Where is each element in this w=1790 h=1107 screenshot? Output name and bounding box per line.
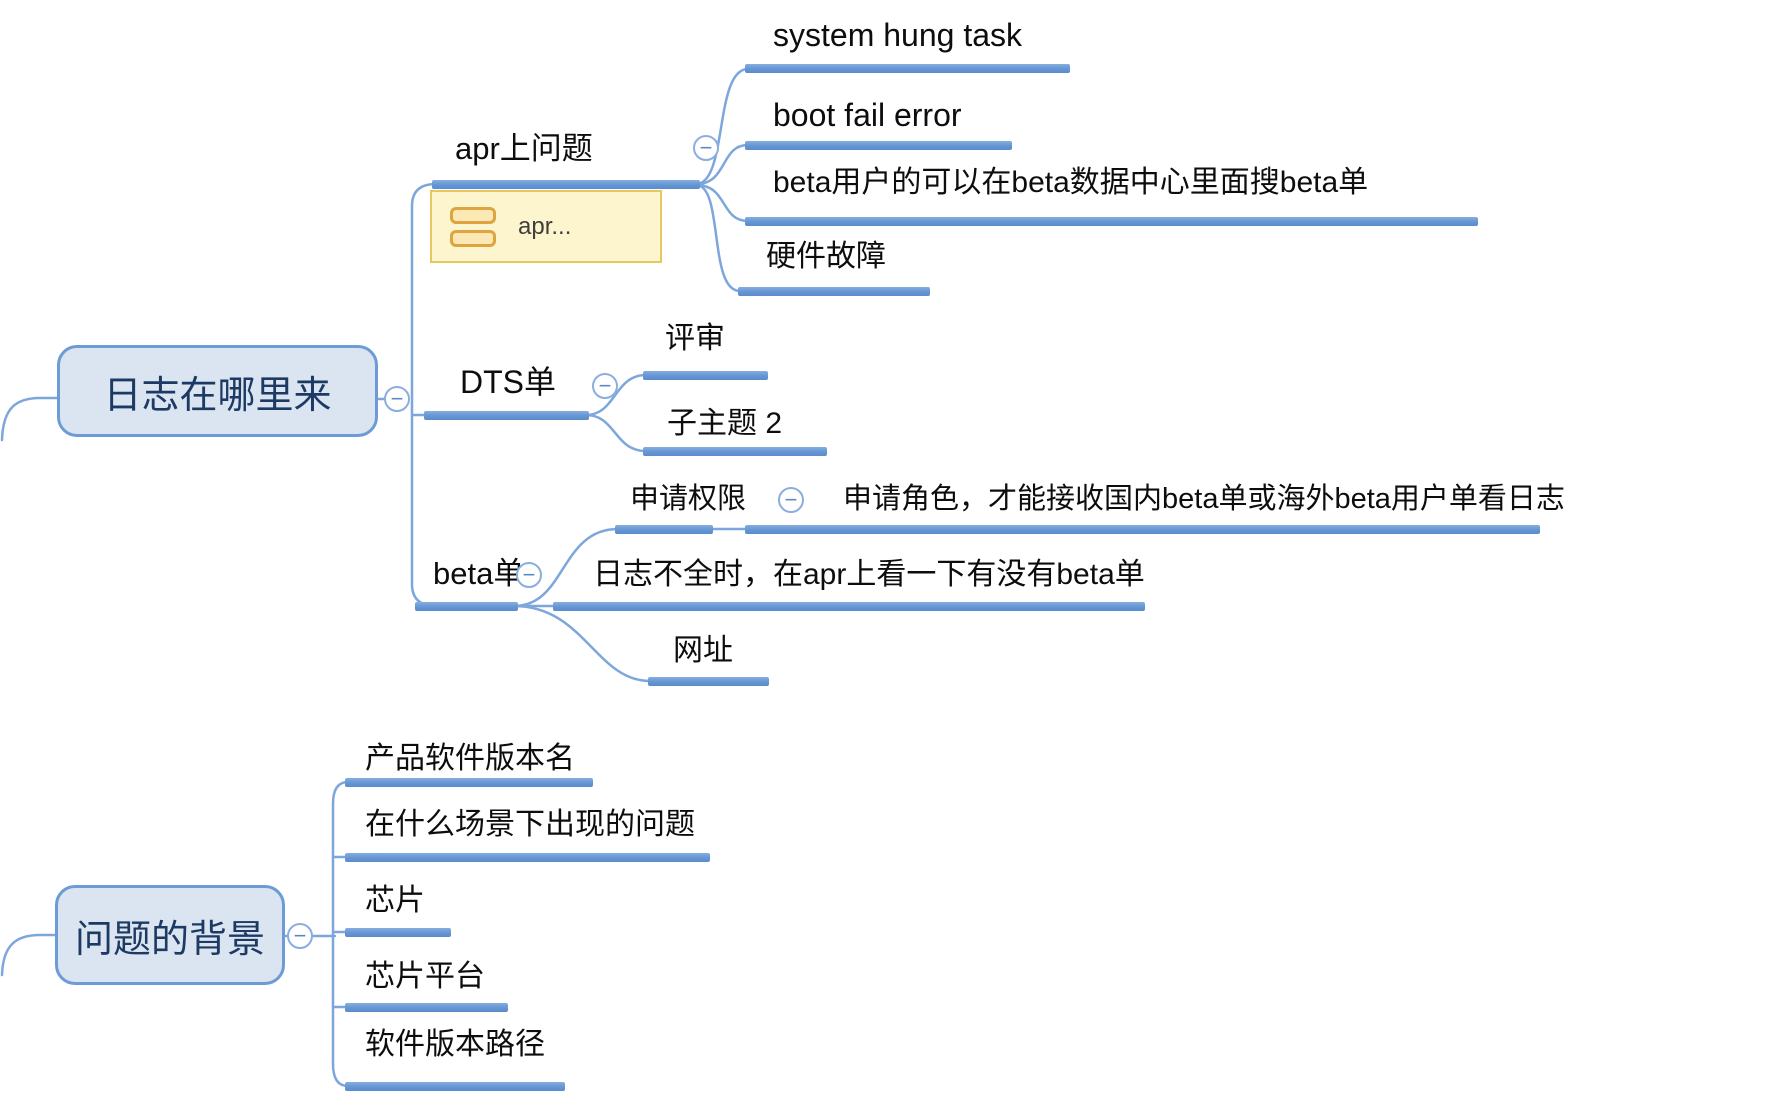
- topic-review[interactable]: 评审: [665, 322, 725, 355]
- topic-underline-apply-role-detail: [745, 525, 1540, 534]
- topic-problem-scenario[interactable]: 在什么场景下出现的问题: [365, 808, 695, 841]
- collapse-icon-beta[interactable]: −: [516, 562, 542, 588]
- topic-underline-beta-ticket: [415, 602, 518, 611]
- notes-icon: [450, 206, 496, 247]
- topic-underline-problem-scenario: [345, 853, 710, 862]
- main-topic-problem-background[interactable]: 问题的背景: [55, 885, 285, 985]
- fork-beta-c3: [512, 604, 652, 683]
- topic-beta-ticket[interactable]: beta单: [433, 556, 525, 591]
- collapse-icon-problem-background[interactable]: −: [287, 923, 313, 949]
- topic-underline-product-version-name: [345, 778, 593, 787]
- topic-chip-platform[interactable]: 芯片平台: [365, 960, 485, 993]
- topic-product-version-name[interactable]: 产品软件版本名: [365, 742, 575, 775]
- topic-system-hung-task[interactable]: system hung task: [773, 17, 1022, 53]
- topic-underline-chip: [345, 928, 451, 937]
- topic-underline-beta-user-search: [745, 217, 1478, 226]
- topic-apr[interactable]: apr上问题: [455, 131, 593, 166]
- topic-underline-software-version-path: [345, 1082, 565, 1091]
- topic-beta-user-search[interactable]: beta用户的可以在beta数据中心里面搜beta单: [773, 166, 1369, 199]
- topic-chip[interactable]: 芯片: [365, 884, 425, 917]
- topic-subtopic-2[interactable]: 子主题 2: [667, 407, 783, 440]
- topic-url[interactable]: 网址: [673, 634, 733, 667]
- root-link-branch1: [0, 396, 59, 442]
- main-topic-log-source[interactable]: 日志在哪里来: [57, 345, 378, 437]
- topic-underline-boot-fail-error: [745, 141, 1012, 150]
- fork-apr-c3: [694, 183, 750, 223]
- root-link-branch2: [0, 933, 59, 977]
- topic-underline-chip-platform: [345, 1003, 508, 1012]
- topic-apply-permission[interactable]: 申请权限: [630, 483, 747, 515]
- fork-apr-c1: [694, 67, 750, 186]
- topic-incomplete-log[interactable]: 日志不全时，在apr上看一下有没有beta单: [593, 558, 1145, 591]
- topic-hardware-failure[interactable]: 硬件故障: [766, 240, 886, 273]
- collapse-icon-permission[interactable]: −: [778, 487, 804, 513]
- topic-software-version-path[interactable]: 软件版本路径: [365, 1028, 545, 1061]
- topic-dts[interactable]: DTS单: [460, 364, 557, 400]
- topic-underline-incomplete-log: [553, 602, 1145, 611]
- collapse-icon-dts[interactable]: −: [592, 373, 618, 399]
- note-label: apr...: [518, 212, 572, 240]
- main-topic-label: 问题的背景: [74, 918, 265, 961]
- main-topic-label: 日志在哪里来: [103, 374, 332, 417]
- collapse-icon-apr[interactable]: −: [693, 135, 719, 161]
- topic-underline-review: [643, 371, 768, 380]
- topic-underline-subtopic-2: [643, 447, 827, 456]
- fork-dts-c2: [584, 413, 648, 453]
- topic-boot-fail-error[interactable]: boot fail error: [773, 97, 962, 133]
- collapse-icon-log-source[interactable]: −: [384, 386, 410, 412]
- fork-apr-c4: [694, 183, 742, 293]
- note-card-apr[interactable]: apr...: [430, 190, 662, 263]
- topic-underline-dts: [424, 411, 589, 420]
- topic-underline-hardware-failure: [738, 287, 930, 296]
- topic-underline-apr: [432, 180, 700, 189]
- topic-underline-system-hung-task: [745, 64, 1070, 73]
- topic-underline-apply-permission: [615, 525, 713, 534]
- topic-underline-url: [648, 677, 769, 686]
- topic-apply-role-detail[interactable]: 申请角色，才能接收国内beta单或海外beta用户单看日志: [843, 483, 1565, 515]
